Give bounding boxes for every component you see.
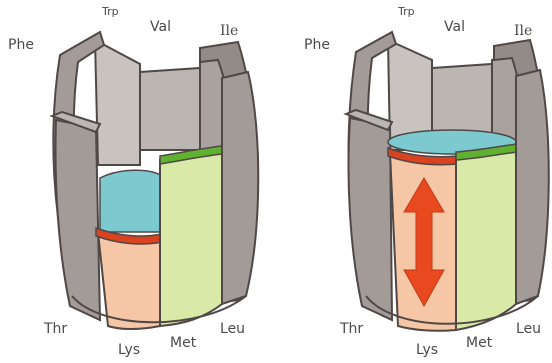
label-val-left: Val bbox=[150, 20, 171, 34]
stave-leu-right bbox=[516, 70, 549, 304]
label-thr-right: Thr bbox=[340, 322, 363, 336]
label-phe-right: Phe bbox=[304, 38, 330, 52]
label-lys-right: Lys bbox=[416, 343, 438, 357]
stave-back-trp bbox=[95, 40, 140, 165]
stave-thr-right bbox=[349, 118, 393, 320]
barrel-right bbox=[346, 32, 549, 331]
barrel-left bbox=[52, 32, 258, 329]
label-leu-left: Leu bbox=[220, 322, 245, 336]
water-left bbox=[100, 170, 162, 232]
label-ile-left: Ile bbox=[220, 24, 238, 38]
stave-back-val-right bbox=[432, 64, 492, 140]
stave-thr bbox=[56, 120, 100, 320]
label-thr-left: Thr bbox=[44, 322, 67, 336]
stave-back-val bbox=[140, 68, 200, 150]
stave-met bbox=[160, 150, 222, 326]
label-val-right: Val bbox=[444, 20, 465, 34]
label-trp-left: Trp bbox=[102, 6, 119, 17]
label-phe-left: Phe bbox=[8, 38, 34, 52]
label-leu-right: Leu bbox=[516, 322, 541, 336]
stave-leu bbox=[222, 72, 258, 304]
label-lys-left: Lys bbox=[118, 343, 140, 357]
stave-met-right bbox=[456, 148, 516, 330]
label-ile-right: Ile bbox=[514, 24, 532, 38]
stave-lys bbox=[98, 232, 160, 329]
label-met-right: Met bbox=[466, 336, 492, 350]
label-trp-right: Trp bbox=[398, 6, 415, 17]
label-met-left: Met bbox=[170, 336, 196, 350]
